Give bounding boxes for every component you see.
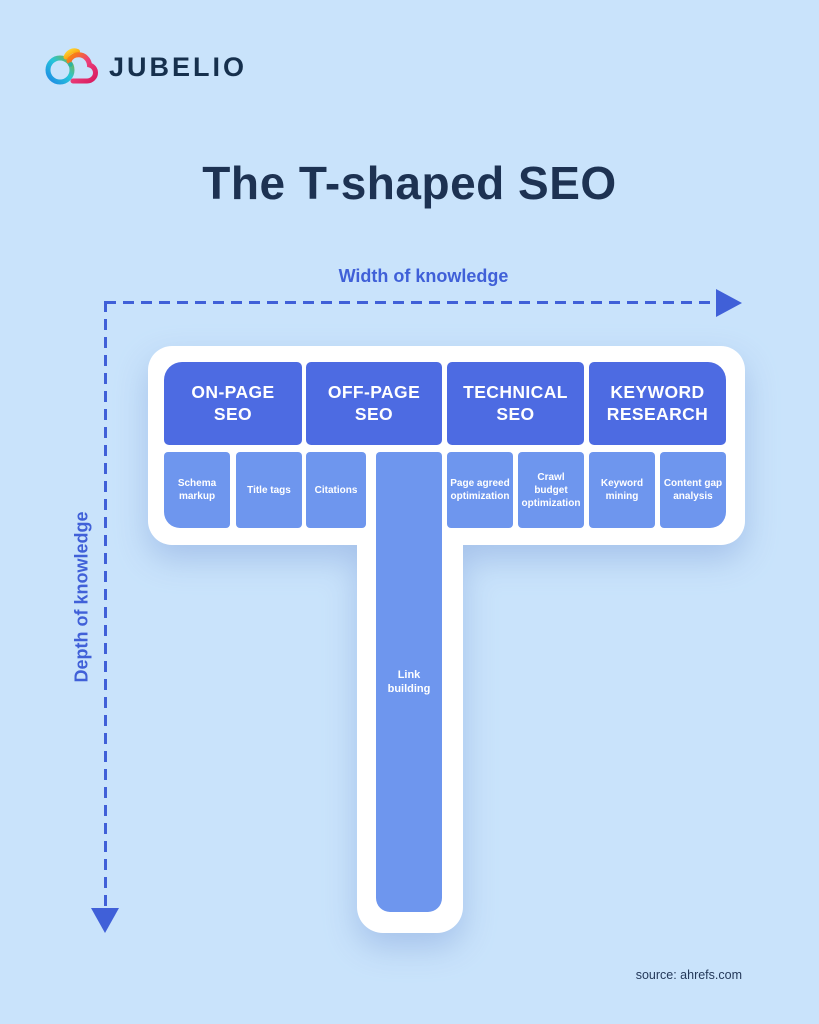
- source-credit: source: ahrefs.com: [635, 968, 742, 982]
- jubelio-logo-icon: [45, 48, 99, 85]
- width-axis-arrowhead-icon: [716, 289, 742, 317]
- brand-name: JUBELIO: [109, 51, 248, 82]
- width-axis-dashed-line: [105, 301, 718, 304]
- depth-axis-arrowhead-icon: [91, 908, 119, 933]
- width-axis-label: Width of knowledge: [338, 266, 509, 286]
- logo: JUBELIO: [44, 44, 247, 90]
- sub-box-link-building: Link building: [376, 452, 442, 912]
- column-header-keyword-research: KEYWORD RESEARCH: [589, 362, 726, 445]
- depth-axis-dashed-line: [104, 301, 107, 908]
- sub-box-page-agreed-optimization: Page agreed optimization: [447, 452, 513, 528]
- sub-box-title-tags: Title tags: [236, 452, 302, 528]
- sub-box-crawl-budget-optimization: Crawl budget optimization: [518, 452, 584, 528]
- sub-box-schema-markup: Schema markup: [164, 452, 230, 528]
- sub-box-citations: Citations: [306, 452, 366, 528]
- column-header-technical-seo: TECHNICAL SEO: [447, 362, 584, 445]
- column-header-off-page-seo: OFF-PAGE SEO: [306, 362, 442, 445]
- sub-box-keyword-mining: Keyword mining: [589, 452, 655, 528]
- column-header-on-page-seo: ON-PAGE SEO: [164, 362, 302, 445]
- page-title: The T-shaped SEO: [202, 157, 617, 209]
- sub-box-content-gap-analysis: Content gap analysis: [660, 452, 726, 528]
